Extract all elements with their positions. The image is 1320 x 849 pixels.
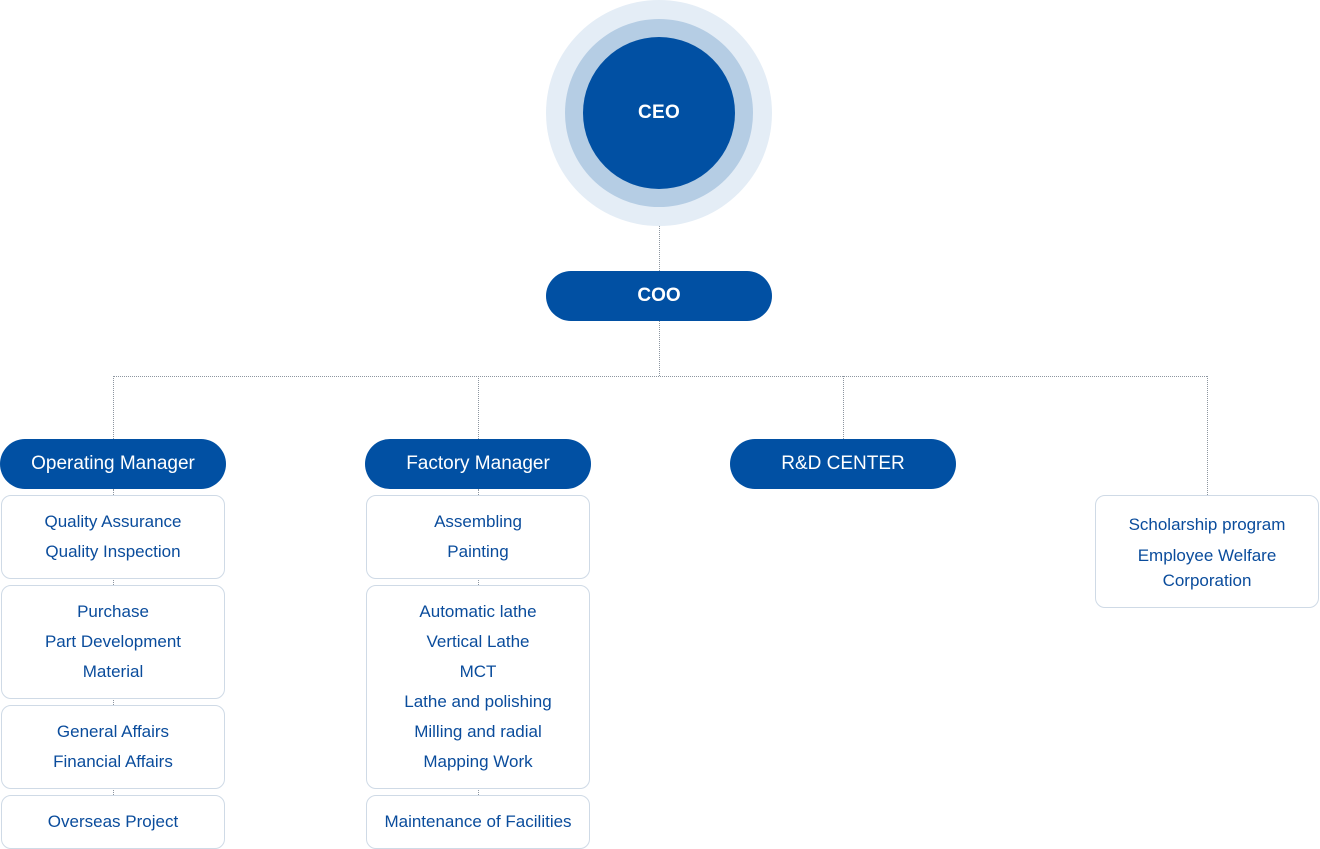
coo-label: COO [637, 285, 681, 306]
department-item: Part Development [44, 632, 182, 651]
department-item: Assembling [434, 512, 522, 531]
department-item: Financial Affairs [53, 752, 173, 771]
machining-group: Automatic lathe Vertical Lathe MCT Lathe… [366, 585, 590, 789]
department-item: Milling and radial [414, 722, 542, 741]
department-item: Automatic lathe [419, 602, 537, 621]
department-item: Painting [447, 542, 509, 561]
rnd-center-node: R&D CENTER [730, 439, 956, 489]
department-item: Quality Inspection [45, 542, 181, 561]
department-item: Mapping Work [423, 752, 533, 771]
quality-group: Quality Assurance Quality Inspection [1, 495, 225, 579]
operating-manager-node: Operating Manager [0, 439, 226, 489]
factory-manager-label: Factory Manager [406, 453, 550, 474]
department-item: Scholarship program [1128, 515, 1286, 534]
affairs-group: General Affairs Financial Affairs [1, 705, 225, 789]
factory-manager-node: Factory Manager [365, 439, 591, 489]
department-item: MCT [459, 662, 497, 681]
department-item: Maintenance of Facilities [384, 812, 572, 831]
purchase-group: Purchase Part Development Material [1, 585, 225, 699]
department-item: Purchase [77, 602, 149, 621]
operating-manager-label: Operating Manager [31, 453, 195, 474]
rnd-center-label: R&D CENTER [781, 453, 905, 474]
branch-horizontal-line [113, 376, 1207, 377]
branch-drop-factory [478, 376, 479, 439]
branch-drop-welfare [1207, 376, 1208, 495]
department-item: General Affairs [56, 722, 170, 741]
department-item: Quality Assurance [44, 512, 182, 531]
ceo-label: CEO [637, 102, 681, 123]
welfare-group: Scholarship program Employee Welfare Cor… [1095, 495, 1319, 608]
coo-node: COO [546, 271, 772, 321]
assembling-group: Assembling Painting [366, 495, 590, 579]
coo-branch-connector [659, 321, 660, 376]
department-item: Overseas Project [47, 812, 179, 831]
department-item: Lathe and polishing [404, 692, 552, 711]
branch-drop-rnd [843, 376, 844, 439]
department-item: Employee Welfare Corporation [1137, 546, 1277, 590]
department-item: Material [82, 662, 144, 681]
maintenance-group: Maintenance of Facilities [366, 795, 590, 849]
department-item: Vertical Lathe [426, 632, 530, 651]
branch-drop-operating [113, 376, 114, 439]
overseas-group: Overseas Project [1, 795, 225, 849]
ceo-node: CEO [583, 37, 735, 189]
ceo-coo-connector [659, 189, 660, 271]
